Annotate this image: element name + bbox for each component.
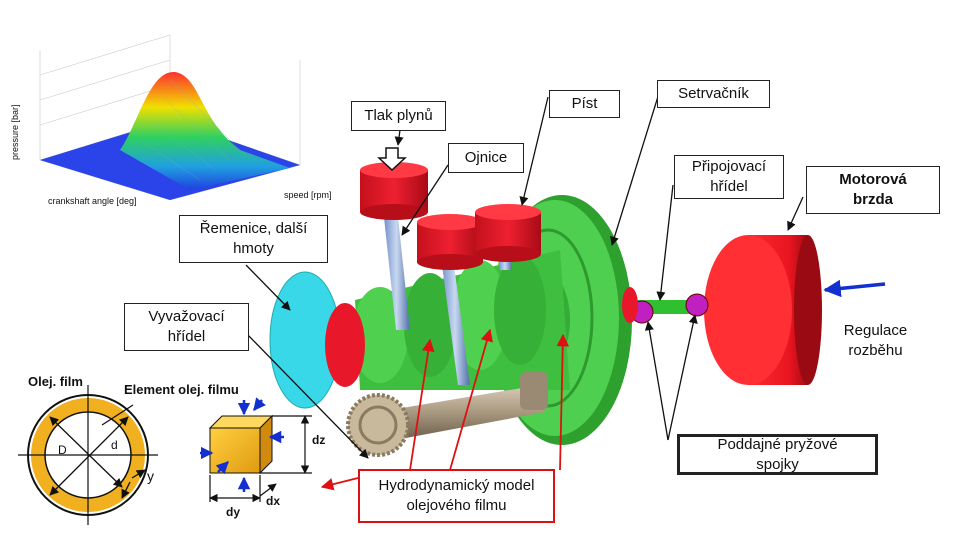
label-d: d [111, 438, 118, 452]
label-piston: Píst [549, 90, 620, 118]
label-hydrodynamic-model: Hydrodynamický model olejového filmu [358, 469, 555, 523]
gas-pressure-arrow [377, 147, 407, 172]
label-dx: dx [266, 494, 281, 508]
label-connection-shaft: Připojovací hřídel [674, 155, 784, 199]
label-start-regulation: Regulace rozběhu [826, 317, 925, 365]
plot-ylabel: speed [rpm] [284, 190, 332, 200]
label-balancing-shaft: Vyvažovací hřídel [124, 303, 249, 351]
oil-film-element [200, 397, 312, 503]
label-pulley: Řemenice, další hmoty [179, 215, 328, 263]
label-flywheel: Setrvačník [657, 80, 770, 108]
label-y: y [147, 468, 154, 484]
label-dz: dz [312, 433, 326, 447]
label-D: D [58, 443, 67, 457]
callout-lines [244, 89, 804, 459]
label-dy: dy [226, 505, 241, 519]
label-gas-pressure: Tlak plynů [351, 101, 446, 131]
oil-film-diagram [18, 385, 158, 525]
label-oil-film: Olej. film [28, 374, 83, 389]
hydro-callout-lines [320, 328, 570, 491]
gear-wheel [346, 393, 410, 457]
label-engine-brake: Motorová brzda [806, 166, 940, 214]
engine-brake [704, 235, 822, 385]
label-connecting-rod: Ojnice [448, 143, 524, 173]
pressure-3d-plot [39, 34, 301, 201]
balancing-shaft [390, 372, 548, 440]
regulation-arrow [823, 279, 886, 298]
plot-xlabel: crankshaft angle [deg] [48, 196, 137, 206]
label-oil-film-element: Element olej. filmu [124, 382, 239, 397]
plot-zlabel: pressure [bar] [10, 104, 20, 160]
crankshaft [352, 250, 570, 390]
piston [360, 162, 541, 270]
pulley-hub [325, 303, 365, 387]
label-rubber-couplings: Poddajné pryžové spojky [677, 434, 878, 475]
coupling-2 [685, 293, 709, 317]
